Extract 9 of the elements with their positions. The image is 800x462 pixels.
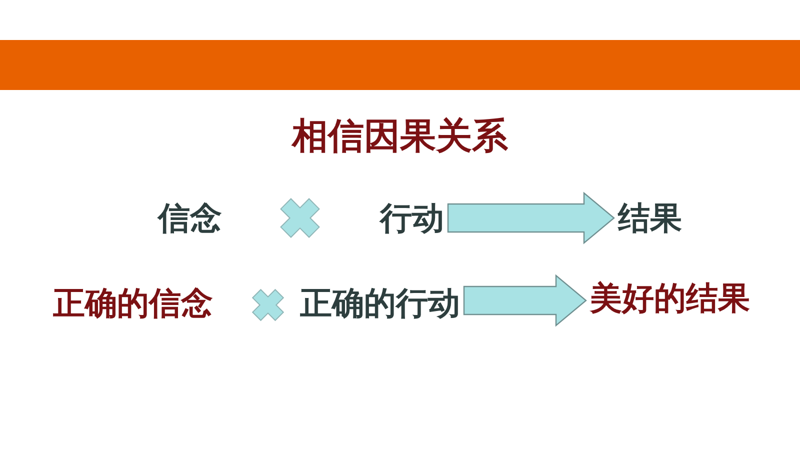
block-arrow: [463, 274, 587, 327]
node-label: 美好的结果: [590, 278, 750, 318]
node-label: 正确的行动: [300, 283, 460, 323]
node-label: 结果: [618, 198, 682, 238]
title: 相信因果关系: [290, 115, 509, 159]
node-label: 信念: [158, 198, 222, 238]
node-label: 正确的信念: [53, 283, 213, 323]
block-arrow: [447, 192, 615, 244]
node-label: 行动: [380, 198, 444, 238]
